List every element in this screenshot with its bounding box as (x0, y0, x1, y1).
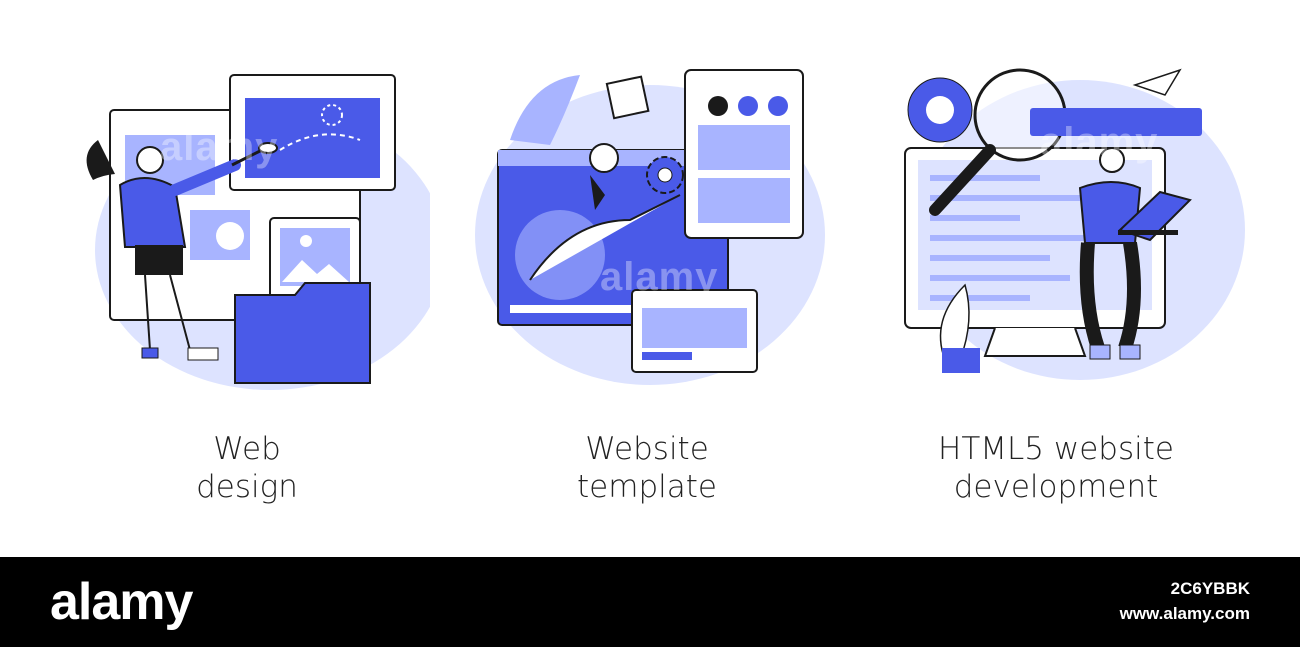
caption-line: development (953, 469, 1159, 505)
website-template-illustration (470, 60, 830, 390)
image-id: 2C6YBBK (1170, 579, 1250, 598)
caption-line: HTML5 website (938, 431, 1174, 467)
caption-line: design (196, 469, 298, 505)
caption-line: template (577, 469, 717, 505)
html5-development-illustration (890, 60, 1250, 390)
web-design-illustration (70, 60, 430, 390)
web-design-caption: Web design (67, 430, 427, 506)
stock-footer-bar: alamy 2C6YBBK www.alamy.com (0, 557, 1300, 647)
html5-development-caption: HTML5 website development (876, 430, 1236, 506)
website-template-caption: Website template (467, 430, 827, 506)
alamy-logo: alamy (50, 573, 193, 631)
caption-line: Web (213, 431, 281, 467)
site-url: www.alamy.com (1119, 604, 1250, 623)
caption-line: Website (585, 431, 709, 467)
